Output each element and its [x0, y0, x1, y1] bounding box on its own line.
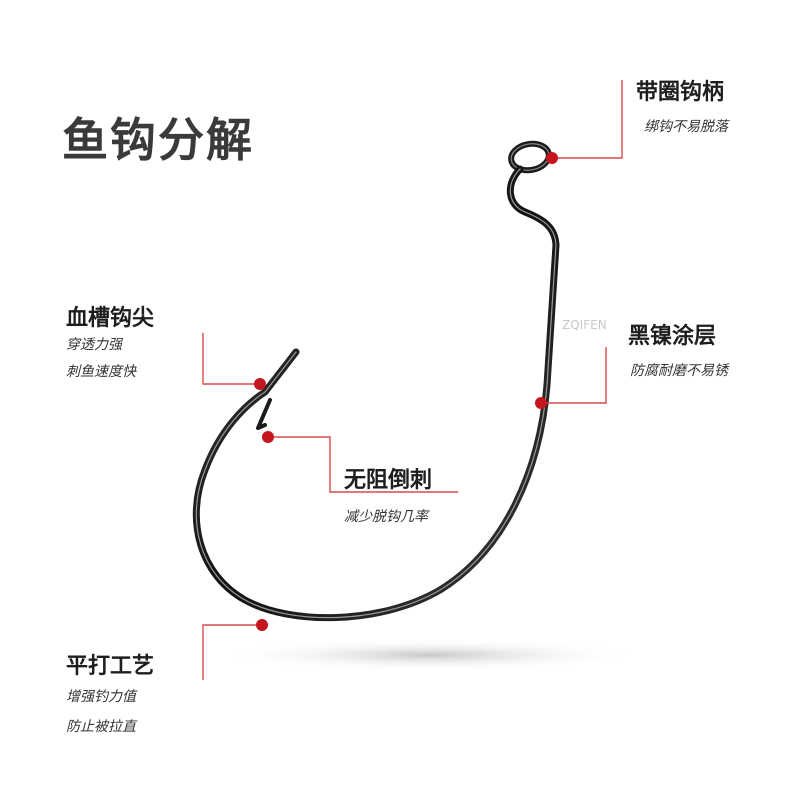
hook-wire: [192, 165, 560, 622]
hook-shadow: [220, 639, 640, 671]
callout-hook-point-desc-1: 穿透力强: [66, 337, 122, 353]
callout-hook-point-label: 血槽钩尖: [66, 306, 155, 331]
callout-ring-shank-label: 带圈钩柄: [636, 80, 725, 105]
callout-flat-forged-desc-1: 增强钓力值: [66, 689, 136, 705]
leader-ring-shank: [552, 80, 623, 159]
marker-hook-point: [254, 378, 266, 390]
marker-flat-forged: [256, 619, 268, 631]
marker-ring-shank: [546, 152, 558, 164]
watermark: ZQIFEN: [562, 318, 607, 332]
page-title: 鱼钩分解: [62, 113, 254, 167]
leader-coating: [541, 347, 607, 404]
leader-flat-forged: [202, 624, 262, 680]
callout-coating-desc: 防腐耐磨不易锈: [630, 363, 728, 379]
callout-markers: [254, 152, 558, 631]
hook-eye: [508, 140, 552, 174]
marker-coating: [535, 397, 547, 409]
callout-coating-label: 黑镍涂层: [628, 324, 717, 349]
callout-hook-point-desc-2: 刺鱼速度快: [66, 364, 136, 380]
marker-barbless: [262, 431, 274, 443]
callout-barbless-label: 无阻倒刺: [344, 468, 433, 493]
callout-barbless-desc: 减少脱钩几率: [344, 509, 428, 525]
leader-barbless: [268, 436, 458, 493]
fishing-hook: [192, 140, 560, 622]
callout-flat-forged-desc-2: 防止被拉直: [66, 719, 136, 735]
callout-ring-shank-desc: 绑钩不易脱落: [644, 119, 728, 135]
callout-lines: [202, 80, 623, 680]
hook-barb: [256, 398, 272, 430]
leader-hook-point: [202, 333, 260, 385]
callout-flat-forged-label: 平打工艺: [66, 654, 155, 679]
